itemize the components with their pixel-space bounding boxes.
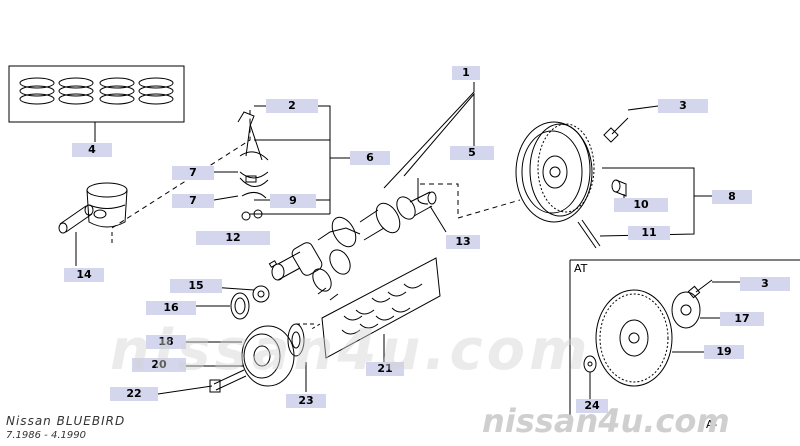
timing-sprocket [230, 292, 250, 320]
piston [86, 182, 128, 228]
callout-24[interactable]: 24 [576, 399, 608, 413]
watermark-corner: nissan4u.com [482, 402, 730, 440]
piston-pin [58, 204, 94, 234]
reinforcement-plate [671, 291, 701, 329]
callout-20[interactable]: 20 [132, 358, 186, 372]
callout-13[interactable]: 13 [446, 235, 480, 249]
piston-rings-box [8, 65, 185, 123]
piston-ring-set-4 [138, 77, 174, 105]
at-section-box [569, 259, 800, 430]
at-section-label: AT [574, 262, 588, 275]
callout-9[interactable]: 9 [270, 194, 316, 208]
crank-key [268, 260, 278, 268]
callout-3-at[interactable]: 3 [740, 277, 790, 291]
callout-17[interactable]: 17 [720, 312, 764, 326]
connecting-rod [237, 111, 269, 221]
watermark-center: nissan4u.com [110, 318, 592, 383]
callout-5[interactable]: 5 [450, 146, 494, 160]
piston-ring-set-2 [58, 77, 94, 105]
at-section-label-bottom: A- [706, 418, 718, 431]
callout-6[interactable]: 6 [350, 151, 390, 165]
flywheel-bolt [603, 117, 629, 143]
callout-18[interactable]: 18 [146, 335, 186, 349]
callout-12[interactable]: 12 [196, 231, 270, 245]
drive-plate-bolt [687, 279, 713, 299]
piston-ring-set-3 [99, 77, 135, 105]
dowel-pin [577, 219, 601, 249]
piston-ring-set-1 [19, 77, 55, 105]
callout-3[interactable]: 3 [658, 99, 708, 113]
callout-19[interactable]: 19 [704, 345, 744, 359]
drive-plate [595, 289, 673, 387]
callout-14[interactable]: 14 [64, 268, 104, 282]
bearing-box [321, 257, 441, 359]
callout-4[interactable]: 4 [72, 143, 112, 157]
model-name: Nissan BLUEBIRD [6, 414, 126, 428]
callout-22[interactable]: 22 [110, 387, 158, 401]
crank-washer [252, 285, 270, 303]
crankshaft [271, 191, 437, 301]
callout-15[interactable]: 15 [170, 279, 222, 293]
callout-16[interactable]: 16 [146, 301, 196, 315]
callout-8[interactable]: 8 [712, 190, 752, 204]
flywheel [515, 121, 595, 223]
callout-23[interactable]: 23 [286, 394, 326, 408]
callout-10[interactable]: 10 [614, 198, 668, 212]
callout-7-upper[interactable]: 7 [172, 166, 214, 180]
model-period: 7.1986 - 4.1990 [6, 430, 86, 441]
callout-11[interactable]: 11 [628, 226, 670, 240]
callout-7-lower[interactable]: 7 [172, 194, 214, 208]
callout-2[interactable]: 2 [266, 99, 318, 113]
callout-1[interactable]: 1 [452, 66, 480, 80]
callout-21[interactable]: 21 [366, 362, 404, 376]
pilot-bushing [611, 179, 627, 197]
